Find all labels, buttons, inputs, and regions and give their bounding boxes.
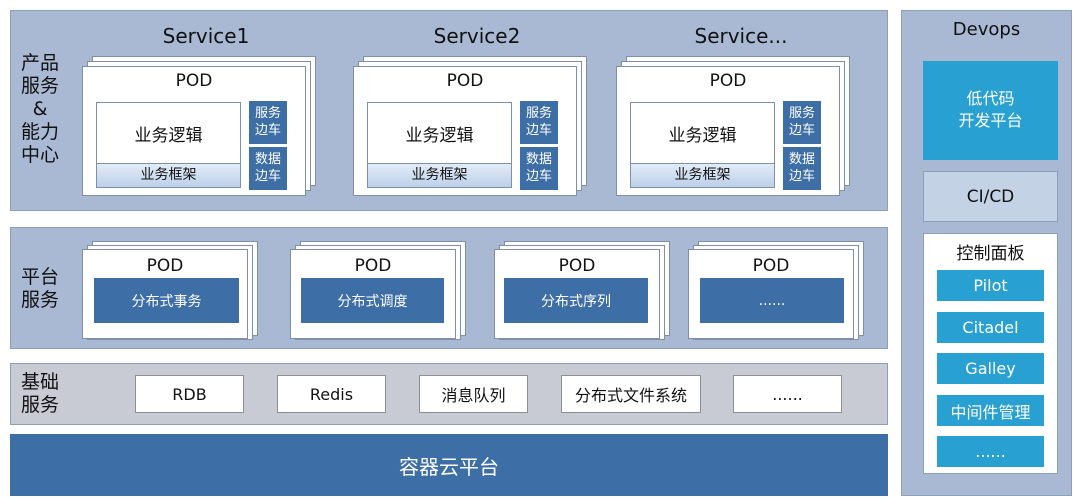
business-framework-bar: 业务框架: [97, 163, 240, 187]
base-service-rdb: RDB: [135, 375, 244, 413]
business-logic-box: 业务逻辑 业务框架: [367, 102, 512, 188]
data-sidecar: 数据 边车: [783, 147, 821, 190]
control-item-galley: Galley: [937, 353, 1044, 384]
base-service-message-queue: 消息队列: [419, 375, 528, 413]
business-logic-label: 业务逻辑: [668, 126, 737, 146]
base-service-redis: Redis: [277, 375, 386, 413]
devops-title: Devops: [952, 19, 1021, 40]
business-logic-box: 业务逻辑 业务框架: [630, 102, 775, 188]
service-sidecar: 服务 边车: [249, 101, 287, 144]
container-cloud-platform: 容器云平台: [10, 434, 888, 496]
container-cloud-label: 容器云平台: [399, 454, 499, 479]
pod-label: POD: [146, 256, 184, 276]
service-title: Service1: [162, 24, 250, 48]
control-item-more: ......: [937, 436, 1044, 467]
platform-service-box: 分布式序列: [504, 278, 648, 323]
data-sidecar: 数据 边车: [249, 147, 287, 190]
pod-label: POD: [446, 71, 484, 91]
platform-service-box: ......: [700, 278, 844, 323]
pod-label: POD: [558, 256, 596, 276]
control-item-pilot: Pilot: [937, 270, 1044, 301]
business-framework-bar: 业务框架: [631, 163, 774, 187]
product-layer-label: 产品 服务 & 能力 中心: [20, 52, 59, 166]
data-sidecar: 数据 边车: [520, 147, 558, 190]
pod-card: POD 业务逻辑 业务框架 服务 边车 数据 边车: [616, 66, 840, 196]
pod-card: POD 业务逻辑 业务框架 服务 边车 数据 边车: [353, 66, 577, 196]
pod-label: POD: [709, 71, 747, 91]
pod-label: POD: [175, 71, 213, 91]
base-service-distributed-fs: 分布式文件系统: [561, 375, 701, 413]
lowcode-platform-box: 低代码 开发平台: [923, 61, 1058, 160]
service-sidecar: 服务 边车: [783, 101, 821, 144]
control-panel-title: 控制面板: [956, 244, 1025, 264]
business-framework-bar: 业务框架: [368, 163, 511, 187]
pod-card: POD 业务逻辑 业务框架 服务 边车 数据 边车: [82, 66, 306, 196]
service-sidecar: 服务 边车: [520, 101, 558, 144]
business-logic-box: 业务逻辑 业务框架: [96, 102, 241, 188]
pod-label: POD: [752, 256, 790, 276]
business-logic-label: 业务逻辑: [134, 126, 203, 146]
platform-service-box: 分布式调度: [301, 278, 444, 323]
cicd-box: CI/CD: [923, 171, 1058, 222]
platform-layer-label: 平台 服务: [20, 266, 59, 311]
control-item-citadel: Citadel: [937, 312, 1044, 343]
base-layer-label: 基础 服务: [20, 371, 59, 416]
base-service-more: ......: [733, 375, 842, 413]
service-title: Service...: [694, 24, 788, 48]
control-item-middleware-mgmt: 中间件管理: [937, 395, 1044, 426]
pod-label: POD: [354, 256, 392, 276]
business-logic-label: 业务逻辑: [405, 126, 474, 146]
platform-service-box: 分布式事务: [94, 278, 239, 323]
service-title: Service2: [433, 24, 521, 48]
